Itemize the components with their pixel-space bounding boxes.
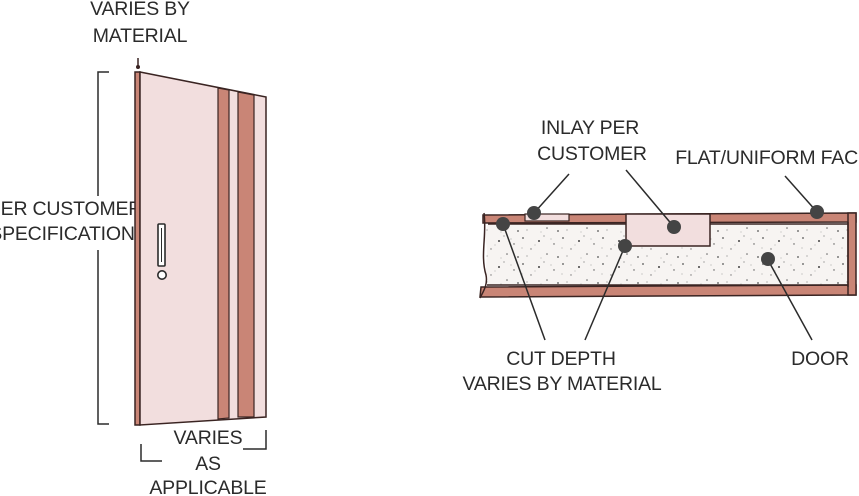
cut-depth-label: CUT DEPTH VARIES BY MATERIAL [462,348,662,395]
marker-inlay-right [667,220,681,234]
cut-depth-label-line-2: VARIES BY MATERIAL [462,373,661,395]
height-label-line-2: SPECIFICATION [0,223,135,245]
height-label-line-1: PER CUSTOMER [0,198,142,220]
door-handle-icon [157,223,166,267]
door-core [484,224,848,285]
leader-inlay-left [533,173,570,214]
leader-cut-right [584,245,626,341]
width-label-line-2: AS [195,453,221,475]
top-label-line-1: VARIES BY [90,0,190,20]
height-bracket [97,71,109,425]
cut-depth-label-line-1: CUT DEPTH [506,348,615,370]
face-label: FLAT/UNIFORM FACE [675,147,859,169]
leader-lines [502,169,818,341]
leader-face [784,175,818,213]
marker-cut-right [618,239,632,253]
leader-inlay-right [625,169,675,228]
marker-face [810,205,824,219]
width-label-line-1: VARIES [174,427,243,449]
door-elevation: VARIES BY MATERIAL PER CUSTOMER SPECIFIC… [0,0,267,496]
door-edge-stripe-2 [237,91,255,418]
top-dimension-dot [136,65,140,69]
marker-cut-left [496,217,510,231]
callout-markers [496,205,824,266]
door-edge-stripe-1 [217,87,230,420]
lock-icon [157,269,168,280]
leader-door [767,259,813,341]
inlay-label: INLAY PER CUSTOMER [537,117,647,165]
width-label: VARIES AS APPLICABLE [149,427,267,496]
door-bottom-skin [479,284,857,298]
marker-door [761,252,775,266]
shallow-inlay [524,213,570,222]
top-label-line-2: MATERIAL [93,25,188,47]
door-label: DOOR [791,348,849,370]
height-label: PER CUSTOMER SPECIFICATION [0,198,142,245]
inlay-label-line-2: CUSTOMER [537,143,647,165]
width-bracket [140,430,267,462]
inlay-label-line-1: INLAY PER [541,117,639,139]
top-label: VARIES BY MATERIAL [90,0,190,47]
break-line [479,212,488,299]
width-label-line-3: APPLICABLE [149,477,266,496]
door-edge-band [847,212,857,296]
marker-inlay-left [527,206,541,220]
leader-cut-left [502,223,546,341]
